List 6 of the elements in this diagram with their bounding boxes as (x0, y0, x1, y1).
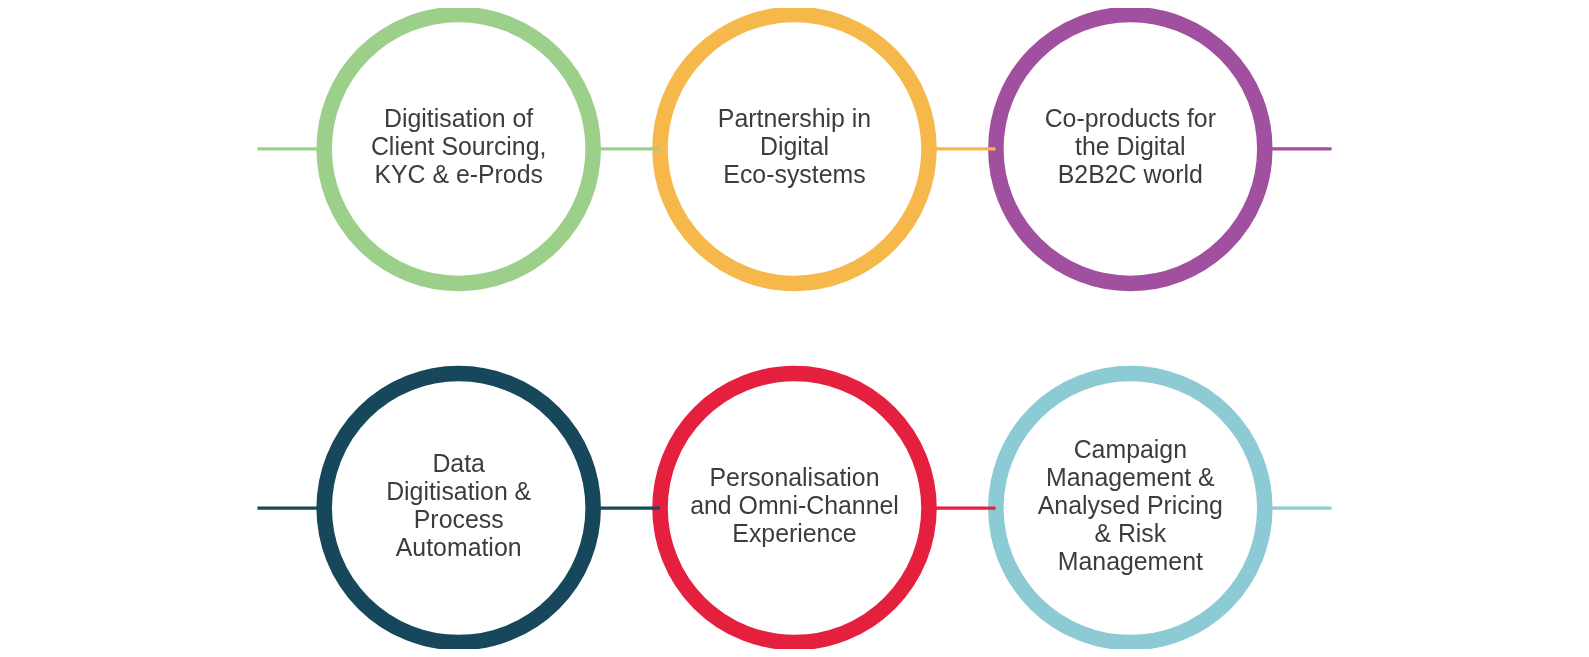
node-circle: Partnership in Digital Eco-systems (652, 8, 937, 292)
node-circle: Data Digitisation & Process Automation (316, 365, 601, 649)
node-circle: Digitisation of Client Sourcing, KYC & e-Prods (316, 8, 601, 292)
node-circle: Co-products for the Digital B2B2C world (988, 8, 1273, 292)
node-circle: Personalisation and Omni-Channel Experience (652, 365, 937, 649)
node-circle: Campaign Management & Analysed Pricing & Risk Management (988, 365, 1273, 649)
